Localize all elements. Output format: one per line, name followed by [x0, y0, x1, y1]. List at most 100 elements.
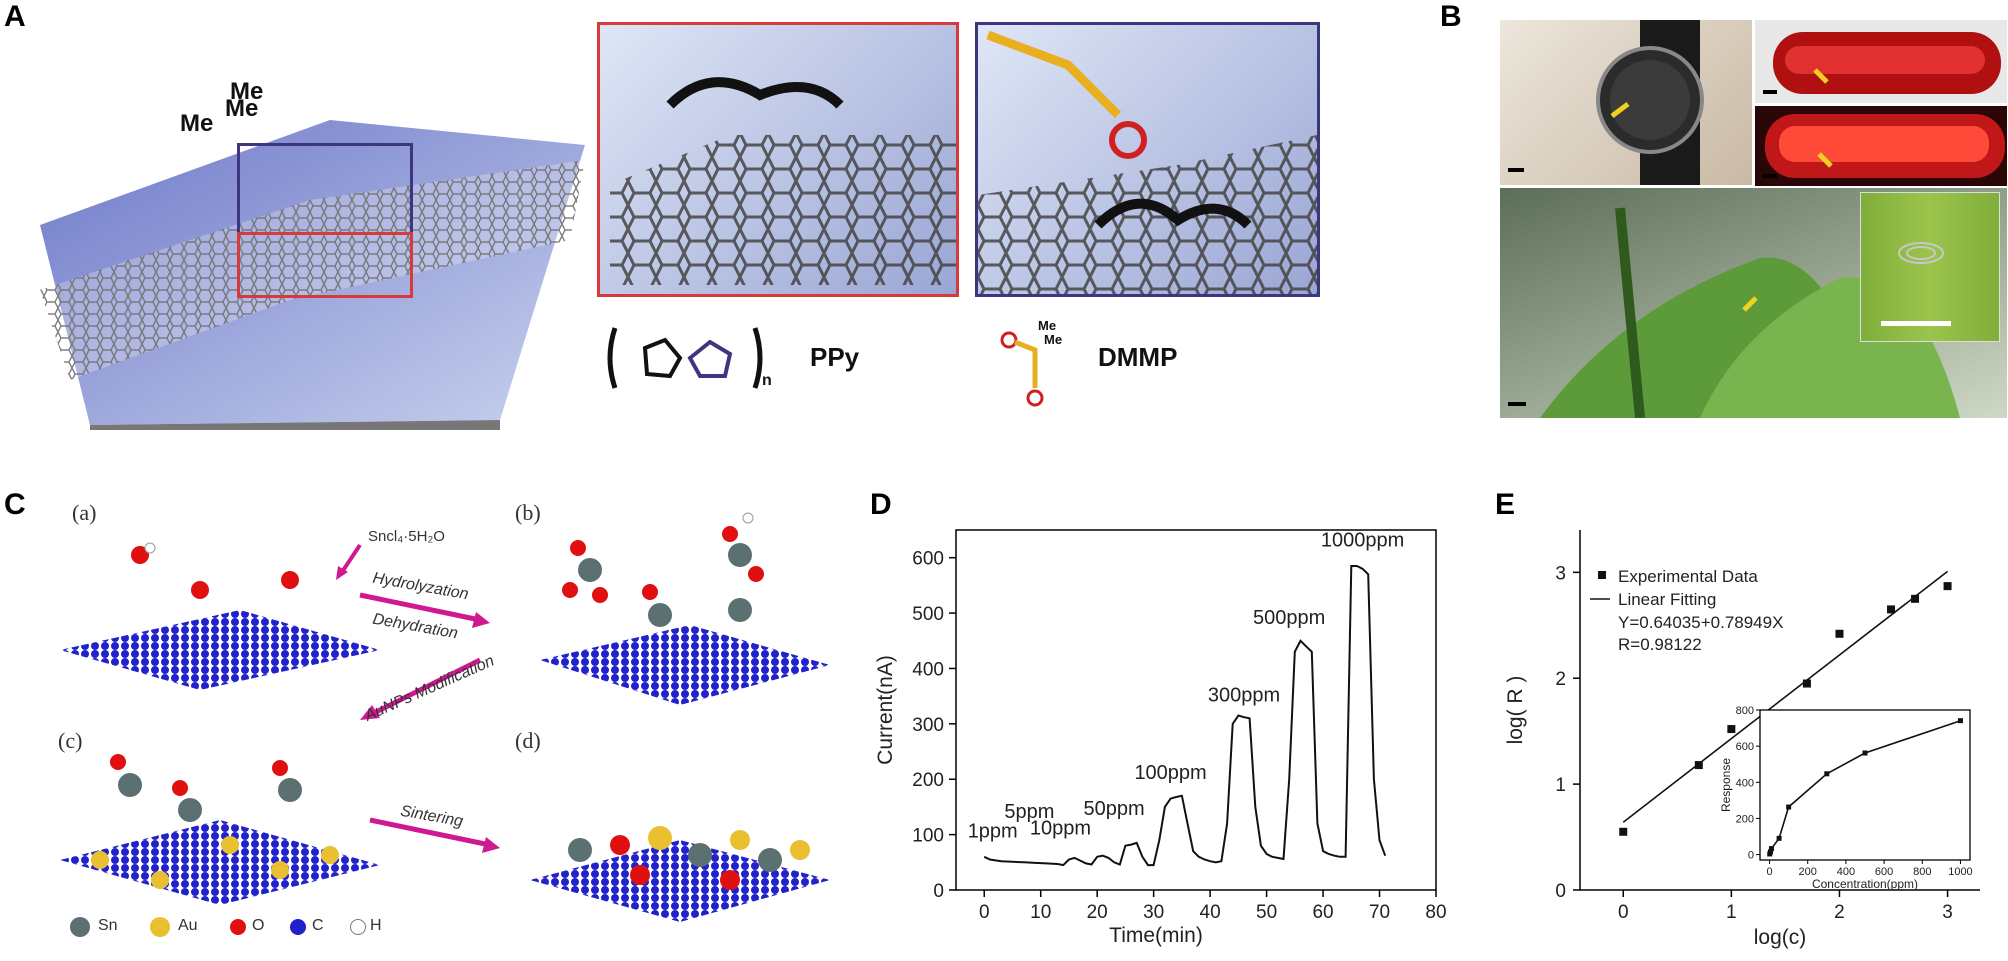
dmmp-me-label-1: Me	[1038, 318, 1057, 333]
x-tick-label: 0	[979, 902, 990, 923]
legend-h-dot-icon	[350, 919, 366, 935]
panel-c-sublabel-d: (d)	[515, 728, 541, 753]
panel-a-me-label-3: Me	[225, 95, 259, 122]
panel-c-sublabel-a: (a)	[72, 500, 97, 525]
x-tick-label: 3	[1942, 902, 1953, 923]
panel-a-device-illustration	[40, 120, 585, 430]
y-tick-label: 200	[912, 770, 944, 791]
y-tick-label: 400	[912, 659, 944, 680]
concentration-annotation: 1000ppm	[1321, 530, 1404, 552]
panel-a-inset-blue-graphene	[978, 30, 1317, 294]
panel-c-sublabel-b: (b)	[515, 500, 541, 525]
panel-c-legend: Sn Au O C H	[70, 915, 490, 939]
legend-o-label: O	[252, 917, 265, 934]
legend-experimental-marker	[1598, 571, 1606, 579]
current-series-line	[983, 565, 1387, 867]
fit-equation: Y=0.64035+0.78949X	[1618, 613, 1783, 632]
panel-b-photo-tail-light-1	[1755, 20, 2007, 103]
experimental-data-point	[1911, 594, 1920, 603]
inset-x-tick-label: 0	[1766, 866, 1772, 878]
dmmp-me-label-2: Me	[1044, 332, 1063, 347]
inset-x-tick-label: 600	[1875, 866, 1893, 878]
panel-a-inset-red	[597, 22, 959, 297]
panel-letter-d: D	[870, 488, 892, 521]
inset-y-tick-label: 0	[1748, 850, 1754, 862]
concentration-annotation: 100ppm	[1134, 762, 1206, 784]
legend-sn-label: Sn	[98, 917, 118, 934]
x-tick-label: 60	[1312, 902, 1333, 923]
panel-b-photo-tail-light-2	[1755, 106, 2007, 186]
experimental-data-point	[1619, 827, 1628, 836]
concentration-annotation: 300ppm	[1208, 685, 1280, 707]
panel-letter-a: A	[4, 0, 26, 33]
panel-a-inset-blue	[975, 22, 1320, 297]
panel-c-reagent-label: Sncl₄·5H₂O	[368, 528, 445, 545]
panel-a-me-label-1: Me	[180, 110, 214, 137]
y-tick-label: 1	[1555, 775, 1566, 796]
ppy-structure-icon	[607, 327, 763, 389]
panel-a-me-label-2: Me	[230, 78, 264, 105]
experimental-data-point	[1835, 629, 1844, 638]
y-tick-label: 2	[1555, 669, 1566, 690]
y-axis-label: Current(nA)	[874, 655, 897, 765]
inset-data-point	[1862, 750, 1868, 756]
inset-frame	[1759, 709, 1971, 861]
x-tick-label: 80	[1425, 902, 1446, 923]
legend-c-dot-icon	[290, 919, 306, 935]
inset-x-tick-label: 1000	[1948, 866, 1972, 878]
legend-experimental-label: Experimental Data	[1618, 567, 1758, 586]
y-tick-label: 0	[933, 881, 944, 902]
y-axis-label: log( R )	[1504, 676, 1527, 745]
y-tick-label: 3	[1555, 563, 1566, 584]
y-tick-label: 500	[912, 604, 944, 625]
inset-y-tick-label: 600	[1736, 741, 1754, 753]
y-tick-label: 300	[912, 715, 944, 736]
panel-b-photo-wristwatch	[1500, 20, 1752, 185]
inset-y-axis-label: Response	[1719, 758, 1733, 812]
concentration-annotation: 50ppm	[1084, 798, 1145, 820]
panel-letter-e: E	[1495, 488, 1516, 521]
inset-x-tick-label: 800	[1913, 866, 1931, 878]
legend-au-label: Au	[178, 917, 198, 934]
experimental-data-point	[1802, 679, 1811, 688]
inset-data-point	[1824, 771, 1830, 777]
inset-y-tick-label: 800	[1736, 705, 1754, 717]
y-tick-label: 0	[1555, 881, 1566, 902]
panel-a-zoom-box-red	[237, 232, 413, 298]
concentration-annotation: 500ppm	[1253, 607, 1325, 629]
legend-o-dot-icon	[230, 919, 246, 935]
experimental-data-point	[1887, 605, 1896, 614]
panel-letter-c: C	[4, 488, 26, 521]
panel-letter-b: B	[1440, 0, 1462, 33]
concentration-annotation: 1ppm	[968, 820, 1018, 842]
x-tick-label: 2	[1834, 902, 1845, 923]
inset-data-point	[1768, 846, 1774, 852]
panel-a-zoom-box-blue	[237, 143, 413, 235]
dmmp-structure-icon	[1000, 331, 1044, 407]
x-tick-label: 40	[1200, 902, 1221, 923]
panel-a-inset-red-graphene	[610, 77, 956, 285]
fit-r-value: R=0.98122	[1618, 635, 1702, 654]
inset-data-point	[1768, 849, 1773, 855]
dmmp-label: DMMP	[1098, 342, 1178, 372]
concentration-annotation: 5ppm	[1004, 801, 1054, 823]
legend-h-label: H	[370, 917, 382, 934]
panel-c-schematic	[60, 512, 830, 922]
ppy-subscript: n	[762, 372, 772, 389]
inset-y-tick-label: 400	[1736, 777, 1754, 789]
plot-frame	[955, 529, 1437, 891]
x-axis-label: Time(min)	[1109, 924, 1203, 947]
inset-x-tick-label: 200	[1799, 866, 1817, 878]
legend-fit-label: Linear Fitting	[1618, 590, 1716, 609]
experimental-data-point	[1943, 582, 1952, 591]
x-axis-label: log(c)	[1754, 926, 1807, 949]
inset-data-point	[1786, 804, 1792, 810]
inset-data-point	[1957, 718, 1963, 724]
concentration-annotation: 10ppm	[1030, 818, 1091, 840]
inset-x-axis-label: Concentration(ppm)	[1812, 877, 1918, 891]
legend-au-dot-icon	[150, 917, 170, 937]
x-tick-label: 10	[1030, 902, 1051, 923]
experimental-data-point	[1694, 761, 1703, 770]
ppy-label: PPy	[810, 342, 860, 372]
